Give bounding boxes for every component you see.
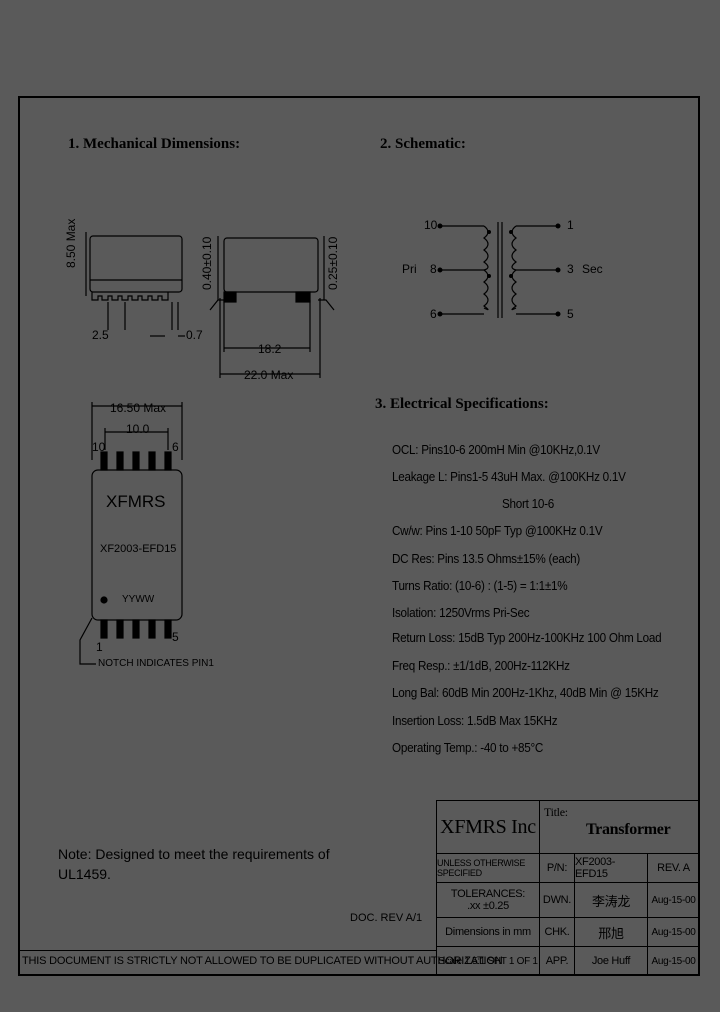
company-name: XFMRS Inc (440, 815, 536, 838)
spec-cww: Cw/w: Pins 1-10 50pF Typ @100KHz 0.1V (392, 523, 603, 538)
chk-label-cell: CHK. (539, 917, 575, 947)
pn-value: XF2003-EFD15 (575, 856, 616, 880)
mech-heading: 1. Mechanical Dimensions: (68, 136, 241, 152)
dwn-cell: 李涛龙 (574, 882, 648, 918)
pn-label: P/N: (546, 862, 568, 874)
secondary-coil-bottom (511, 269, 517, 311)
pin10-label: 10 (92, 440, 106, 454)
side-view-pins (91, 292, 169, 301)
pin6-label: 6 (172, 440, 179, 454)
app-date-cell: Aug-15-00 (647, 946, 700, 976)
spec-freq-resp: Freq Resp.: ±1/1dB, 200Hz-112KHz (392, 658, 570, 673)
spec-long-bal: Long Bal: 60dB Min 200Hz-1Khz, 40dB Min … (392, 685, 659, 700)
date-code-marking: YYWW (122, 594, 155, 605)
dim-height-max: 8.50 Max (64, 218, 78, 268)
pn-cell: XF2003-EFD15 (574, 853, 648, 883)
app-date: Aug-15-00 (651, 955, 696, 967)
sch-pin3: 3 (567, 262, 574, 276)
spec-operating-temp: Operating Temp.: -40 to +85°C (392, 740, 544, 755)
dwn-date: Aug-15-00 (651, 894, 696, 906)
chk-label: CHK. (544, 926, 570, 938)
app-cell: Joe Huff (574, 946, 648, 976)
secondary-leads (516, 225, 558, 315)
spec-insertion-loss: Insertion Loss: 1.5dB Max 15KHz (392, 713, 558, 728)
note-line1: Note: Designed to meet the requirements … (58, 846, 330, 862)
pin1-dot (100, 596, 108, 604)
tolerance-cell: TOLERANCES: .xx ±0.25 (436, 882, 540, 918)
sch-pin8: 8 (430, 262, 437, 276)
spec-leakage: Leakage L: Pins1-5 43uH Max. @100KHz 0.1… (392, 469, 626, 484)
end-view-foot-left (223, 291, 237, 303)
sch-primary: Pri (402, 262, 417, 276)
dims-in-text: Dimensions in mm (445, 926, 531, 938)
dims-in-cell: Dimensions in mm (436, 917, 540, 947)
company-cell: XFMRS Inc (436, 800, 540, 854)
dim-h1: 0.40±0.10 (200, 236, 214, 290)
dim-pitch: 2.5 (92, 328, 109, 342)
unless-cell: UNLESS OTHERWISE SPECIFIED (436, 853, 540, 883)
dwn-date-cell: Aug-15-00 (647, 882, 700, 918)
scale-text: Scale 1.5:1 SHT 1 OF 1 (438, 955, 538, 967)
spec-ocl: OCL: Pins10-6 200mH Min @10KHz,0.1V (392, 442, 600, 457)
dim-pin-span: 10.0 (126, 422, 150, 436)
spec-return-loss: Return Loss: 15dB Typ 200Hz-100KHz 100 O… (392, 630, 662, 645)
footer-divider (18, 950, 436, 951)
tolerance-label: TOLERANCES: (450, 888, 526, 900)
scale-cell: Scale 1.5:1 SHT 1 OF 1 (436, 946, 540, 976)
pin5-label: 5 (172, 630, 179, 644)
sch-secondary: Sec (582, 262, 603, 276)
doc-revision: DOC. REV A/1 (350, 912, 423, 924)
chk-date-cell: Aug-15-00 (647, 917, 700, 947)
title-cell: Title: Transformer (539, 800, 700, 854)
end-view-body (223, 237, 319, 293)
chk-cell: 邢旭 (574, 917, 648, 947)
dwn-value: 李涛龙 (591, 893, 631, 909)
spec-dcres: DC Res: Pins 13.5 Ohms±15% (each) (392, 551, 581, 566)
spec-short: Short 10-6 (502, 496, 554, 511)
dim-pin-width: 0.7 (186, 328, 203, 342)
notch-note: NOTCH INDICATES PIN1 (98, 658, 214, 669)
unless-text: UNLESS OTHERWISE SPECIFIED (437, 858, 526, 878)
footer-notice: THIS DOCUMENT IS STRICTLY NOT ALLOWED TO… (22, 955, 503, 967)
app-value: Joe Huff (591, 955, 631, 967)
primary-coil-top (483, 225, 489, 271)
spec-turns: Turns Ratio: (10-6) : (1-5) = 1:1±1% (392, 578, 568, 593)
dim-length: 18.2 (258, 342, 282, 356)
secondary-coil-top (511, 225, 517, 271)
side-view-body (89, 235, 183, 293)
dim-length-max: 22.0 Max (244, 368, 294, 382)
note-line2: UL1459. (58, 866, 111, 882)
title-label: Title: (544, 805, 568, 819)
dim-h2: 0.25±0.10 (326, 236, 340, 290)
app-label: APP. (545, 955, 569, 967)
chk-value: 邢旭 (598, 925, 624, 941)
drawing-sheet (18, 96, 700, 976)
brand-marking: XFMRS (106, 492, 166, 511)
pn-label-cell: P/N: (539, 853, 575, 883)
rev-value: REV. A (657, 862, 690, 874)
sch-pin10: 10 (424, 218, 438, 232)
app-label-cell: APP. (539, 946, 575, 976)
sch-pin1: 1 (567, 218, 574, 232)
schematic-heading: 2. Schematic: (380, 136, 466, 152)
tolerance-value: .xx ±0.25 (467, 900, 509, 912)
part-number-marking: XF2003-EFD15 (100, 543, 177, 555)
sch-pin5: 5 (567, 307, 574, 321)
elec-heading: 3. Electrical Specifications: (375, 396, 549, 412)
chk-date: Aug-15-00 (651, 926, 696, 938)
spec-isolation: Isolation: 1250Vrms Pri-Sec (392, 605, 530, 620)
primary-leads (440, 225, 484, 315)
dwn-label: DWN. (542, 894, 572, 906)
dim-width-max: 16.50 Max (110, 401, 167, 415)
title-value: Transformer (586, 821, 671, 838)
sch-pin6: 6 (430, 307, 437, 321)
primary-coil-bottom (483, 269, 489, 311)
rev-cell: REV. A (647, 853, 700, 883)
end-view-foot-right (295, 291, 311, 303)
dwn-label-cell: DWN. (539, 882, 575, 918)
pin1-label: 1 (96, 640, 103, 654)
